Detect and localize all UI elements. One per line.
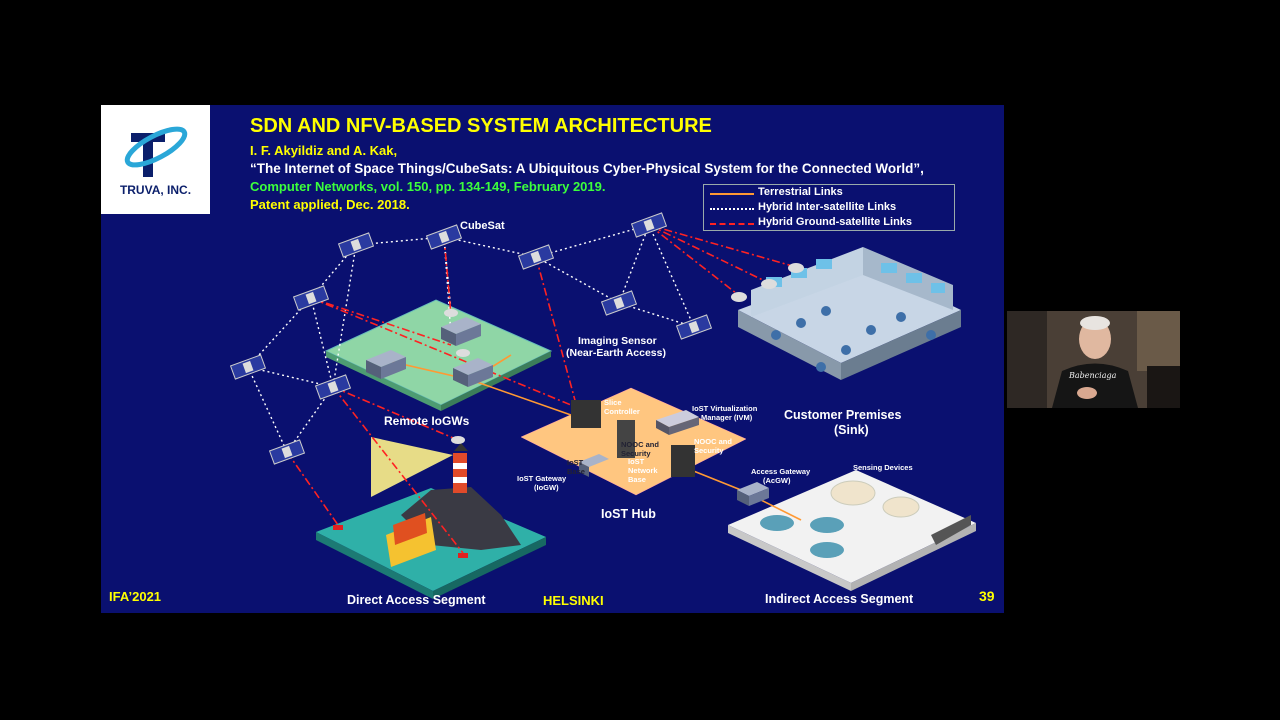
access-gateway-label: Access Gateway xyxy=(751,467,811,476)
slide-number: 39 xyxy=(979,588,995,604)
cubesat-satellites xyxy=(229,212,713,465)
slice-controller-label: Slice Controller xyxy=(604,398,640,416)
conference-label: IFA’2021 xyxy=(109,589,162,604)
indirect-access-label: Indirect Access Segment xyxy=(765,592,914,606)
ivm-label-2: Manager (IVM) xyxy=(701,413,753,422)
cubesat-label: CubeSat xyxy=(460,220,505,232)
presenter-video-frame xyxy=(1007,311,1180,408)
location-label: HELSINKI xyxy=(543,593,604,608)
legend-line-solid xyxy=(710,193,754,195)
truva-logo: TRUVA, INC. xyxy=(101,105,210,214)
architecture-diagram xyxy=(229,212,976,599)
legend-label: Terrestrial Links xyxy=(758,186,843,198)
presentation-slide: TRUVA, INC. SDN AND NFV-BASED SYSTEM ARC… xyxy=(101,105,1004,613)
shirt-text: Babenciaga xyxy=(1069,371,1117,380)
journal-citation: Computer Networks, vol. 150, pp. 134-149… xyxy=(250,179,606,194)
ground-satellite-links xyxy=(286,224,797,554)
iost-network-base-label: IoST Network Base xyxy=(628,457,658,484)
legend-item-ground-satellite: Hybrid Ground-satellite Links xyxy=(704,216,954,230)
acgw-label: (AcGW) xyxy=(763,476,791,485)
link-legend: Terrestrial Links Hybrid Inter-satellite… xyxy=(703,184,955,231)
sink-label: (Sink) xyxy=(834,423,869,437)
patent-note: Patent applied, Dec. 2018. xyxy=(250,197,410,212)
iost-gateway-label: IoST Gateway xyxy=(517,474,567,483)
iogw-label: (IoGW) xyxy=(534,483,559,492)
remote-iogw-platform xyxy=(324,299,553,406)
paper-title: “The Internet of Space Things/CubeSats: … xyxy=(250,161,924,176)
presenter-webcam: Babenciaga xyxy=(1007,311,1180,408)
remote-iogws-label: Remote IoGWs xyxy=(384,414,470,428)
legend-item-inter-satellite: Hybrid Inter-satellite Links xyxy=(704,201,954,215)
authors: I. F. Akyildiz and A. Kak, xyxy=(250,143,398,158)
slide-title: SDN AND NFV-BASED SYSTEM ARCHITECTURE xyxy=(250,115,712,137)
ground-dishes xyxy=(444,263,804,444)
customer-premises-label: Customer Premises xyxy=(784,408,902,422)
logo-text: TRUVA, INC. xyxy=(119,183,192,197)
remote-iogw-platform-side xyxy=(326,351,441,411)
near-earth-label: (Near-Earth Access) xyxy=(566,347,666,359)
legend-line-dash-dot xyxy=(710,223,754,225)
legend-line-dotted xyxy=(710,208,754,210)
iost-hub-devices xyxy=(571,400,769,506)
ivm-label-1: IoST Virtualization xyxy=(692,404,758,413)
nooc-security-label: NOOC and Security xyxy=(621,440,659,458)
indirect-access-ground xyxy=(728,470,976,583)
imaging-sensor-label: Imaging Sensor xyxy=(578,335,657,347)
nooc-security-label-2: NOOC and Security xyxy=(694,437,732,455)
sensing-devices-label: Sensing Devices xyxy=(853,463,913,472)
iost-hub-label: IoST Hub xyxy=(601,507,656,521)
direct-access-label: Direct Access Segment xyxy=(347,593,486,607)
iost-base-label: IoST Base xyxy=(567,458,585,476)
legend-label: Hybrid Ground-satellite Links xyxy=(758,216,913,228)
remote-iogw-devices xyxy=(366,317,493,387)
legend-item-terrestrial: Terrestrial Links xyxy=(704,186,954,200)
legend-label: Hybrid Inter-satellite Links xyxy=(758,201,897,213)
truva-logo-icon xyxy=(124,126,188,177)
